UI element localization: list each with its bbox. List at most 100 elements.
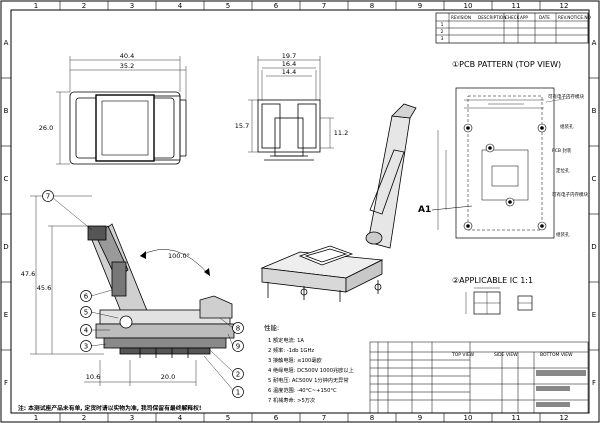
col-label: 1	[34, 2, 38, 10]
spec-item: 5 耐电压: AC500V 1分钟内无异常	[268, 376, 349, 384]
dim-top-height: 26.0	[39, 124, 53, 132]
row-label: A	[4, 39, 9, 47]
col-label: 11	[512, 414, 521, 422]
spec-item: 1 额定电流: 1A	[268, 336, 304, 344]
side-view	[257, 99, 321, 161]
col-label: 9	[418, 2, 422, 10]
rev-row: 3	[441, 36, 444, 42]
pcb-notes: 可有电子内存模块 组装孔 PCB 封装 定位孔 可有电子内存模块 组装孔	[545, 93, 588, 238]
rev-header: CHECK	[505, 15, 520, 20]
pcb-note: 组装孔	[560, 123, 574, 130]
col-label: 8	[370, 414, 374, 422]
top-view-dims	[56, 56, 187, 165]
balloon-7: 7	[42, 190, 93, 231]
dim-side-width: 19.7	[282, 52, 296, 60]
side-view-dims	[248, 56, 334, 153]
balloon-2: 2	[209, 349, 244, 380]
rev-row: 1	[441, 22, 444, 28]
dim-height-inner: 45.6	[37, 284, 51, 292]
footer-note: 注: 本测试座产品未有单, 定货时请以实物为准, 我司保留有最终解释权!	[18, 404, 202, 412]
col-label: 6	[274, 2, 279, 10]
col-label: 2	[82, 2, 86, 10]
spec-item: 7 机械寿命: >5万次	[268, 396, 315, 404]
col-label: 8	[370, 2, 374, 10]
view-label: SIDE VIEW	[494, 352, 518, 358]
row-label: A	[592, 39, 597, 47]
balloon-6: 6	[80, 289, 113, 302]
revision-table: REVISION DESCRIPTION CHECK APP DATE REV.…	[435, 12, 591, 44]
dim-base-left: 10.6	[86, 373, 100, 381]
col-label: 3	[130, 414, 134, 422]
applicable-ic-title: ②APPLICABLE IC 1:1	[452, 276, 533, 285]
dim-height-outer: 47.6	[21, 270, 35, 278]
balloon-1: 1	[203, 355, 244, 398]
angle-arc: 100.0°	[139, 249, 211, 277]
balloon-label: 4	[84, 327, 89, 335]
col-label: 5	[226, 2, 230, 10]
col-label: 3	[130, 2, 134, 10]
balloon-label: 1	[236, 389, 240, 397]
balloon-3: 3	[80, 340, 107, 352]
pcb-note: 可有电子内存模块	[552, 191, 588, 198]
pcb-note: PCB 封装	[552, 147, 572, 154]
balloon-label: 6	[84, 293, 89, 301]
rev-row: 2	[441, 29, 444, 35]
row-label: E	[4, 311, 8, 319]
view-label: TOP VIEW	[451, 352, 475, 358]
view-labels: TOP VIEW SIDE VIEW BOTTOM VIEW	[451, 352, 573, 358]
column-markers	[59, 1, 541, 422]
row-label: D	[591, 243, 596, 251]
col-label: 6	[274, 414, 279, 422]
dim-top-width-inner: 35.2	[120, 62, 134, 70]
balloon-5: 5	[80, 306, 119, 319]
col-label: 7	[322, 414, 326, 422]
title-block-blanks	[536, 370, 586, 407]
section-view	[87, 223, 235, 358]
row-label: E	[592, 311, 596, 319]
balloon-label: 9	[236, 343, 240, 351]
balloon-label: 7	[46, 193, 50, 201]
col-label: 2	[82, 414, 86, 422]
rev-header: DATE	[539, 15, 550, 20]
dim-side-width: 16.4	[282, 60, 296, 68]
section-leader	[431, 205, 473, 211]
pcb-note: 可有电子内存模块	[548, 93, 584, 100]
col-label: 10	[464, 414, 473, 422]
row-label: F	[4, 379, 8, 387]
dim-base-center: 20.0	[161, 373, 175, 381]
applicable-ic	[465, 287, 533, 315]
dim-angle: 100.0°	[168, 252, 190, 260]
col-label: 12	[560, 2, 569, 10]
section-view-dims	[30, 195, 197, 386]
spec-item: 6 温度范围: -40°C~+150°C	[268, 386, 337, 394]
dim-side-width: 14.4	[282, 68, 296, 76]
col-label: 5	[226, 414, 230, 422]
col-label: 1	[34, 414, 38, 422]
pcb-note: 定位孔	[556, 167, 570, 174]
balloons: 7 6 5 4 3 2 1	[42, 190, 244, 398]
col-label: 9	[418, 414, 422, 422]
col-label: 4	[178, 414, 183, 422]
pcb-holes	[463, 123, 547, 231]
col-label: 4	[178, 2, 183, 10]
pcb-pattern	[437, 87, 555, 239]
col-label: 11	[512, 2, 521, 10]
rev-header: REV.NOTICE.NO	[558, 15, 591, 20]
col-label: 7	[322, 2, 326, 10]
row-label: B	[592, 107, 597, 115]
balloon-9: 9	[227, 333, 244, 352]
balloon-4: 4	[80, 324, 110, 336]
dim-side-height-right: 11.2	[334, 129, 348, 137]
balloon-8: 8	[219, 317, 244, 334]
col-label: 12	[560, 414, 569, 422]
dim-top-width-outer: 40.4	[120, 52, 134, 60]
specs-title: 性能:	[264, 323, 279, 332]
balloon-label: 5	[84, 309, 88, 317]
title-block	[369, 341, 589, 414]
row-label: C	[592, 175, 597, 183]
dim-side-height-left: 15.7	[235, 122, 249, 130]
pcb-note: 组装孔	[556, 231, 570, 238]
rev-header: APP	[520, 15, 528, 20]
